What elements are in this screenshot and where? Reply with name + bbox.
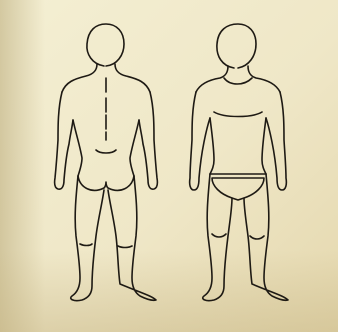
paper-bottom-shadow <box>0 250 338 332</box>
